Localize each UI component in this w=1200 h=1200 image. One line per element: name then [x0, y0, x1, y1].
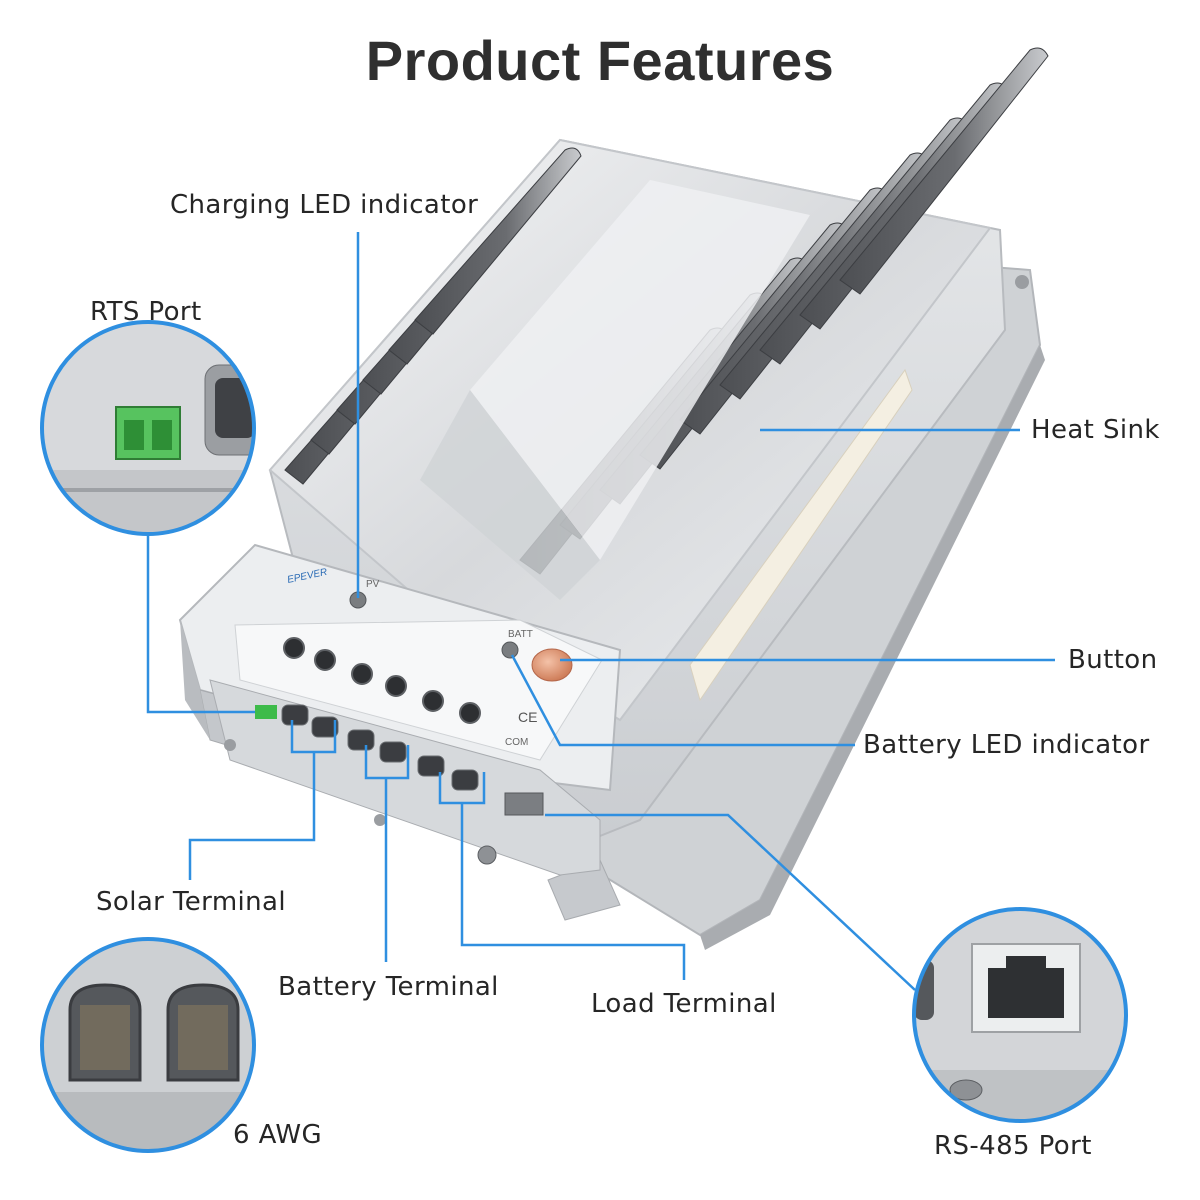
label-heat-sink: Heat Sink: [1031, 415, 1160, 445]
label-battery-led: Battery LED indicator: [863, 730, 1150, 760]
com-marking: COM: [505, 737, 528, 748]
pv-marking: PV: [366, 579, 380, 590]
heat-sink-fin: [414, 147, 582, 335]
callout-rs485: [545, 813, 916, 991]
terminal-screw: [283, 637, 305, 659]
rts-port-zoom: [40, 320, 256, 536]
callout-battery-led: [510, 654, 855, 747]
terminal-screw: [422, 690, 444, 712]
terminal-screw: [459, 702, 481, 724]
rs485-port-zoom: [912, 907, 1128, 1123]
callout-load: [460, 803, 686, 980]
callout-lines: [146, 232, 1055, 991]
cable-entry-port: [451, 769, 479, 791]
label-button: Button: [1068, 645, 1158, 675]
label-rs485-port: RS-485 Port: [934, 1131, 1092, 1161]
awg-terminal-zoom: [40, 937, 256, 1153]
callout-rts: [146, 535, 255, 714]
cable-entry-port: [311, 716, 339, 738]
ce-marking: CE: [518, 709, 537, 725]
terminal-screw: [351, 663, 373, 685]
cable-entry-port: [417, 755, 445, 777]
label-charging-led: Charging LED indicator: [170, 190, 479, 220]
battery-led: [501, 641, 519, 659]
cable-entry-port: [347, 729, 375, 751]
heat-sink-fin: [839, 47, 1049, 295]
label-6-awg: 6 AWG: [233, 1120, 323, 1150]
page-title: Product Features: [365, 29, 835, 92]
spec-label-sticker: [689, 368, 913, 702]
label-load-terminal: Load Terminal: [591, 989, 777, 1019]
callout-solar: [188, 752, 316, 880]
heat-sink: [268, 47, 1049, 722]
terminal-screw: [314, 649, 336, 671]
label-battery-terminal: Battery Terminal: [278, 972, 499, 1002]
cable-entry-port: [379, 741, 407, 763]
label-rts-port: RTS Port: [90, 297, 202, 327]
panel-button: [531, 648, 573, 682]
label-solar-terminal: Solar Terminal: [96, 887, 286, 917]
batt-marking: BATT: [508, 629, 533, 640]
cable-entry-port: [281, 704, 309, 726]
terminal-screw: [385, 675, 407, 697]
